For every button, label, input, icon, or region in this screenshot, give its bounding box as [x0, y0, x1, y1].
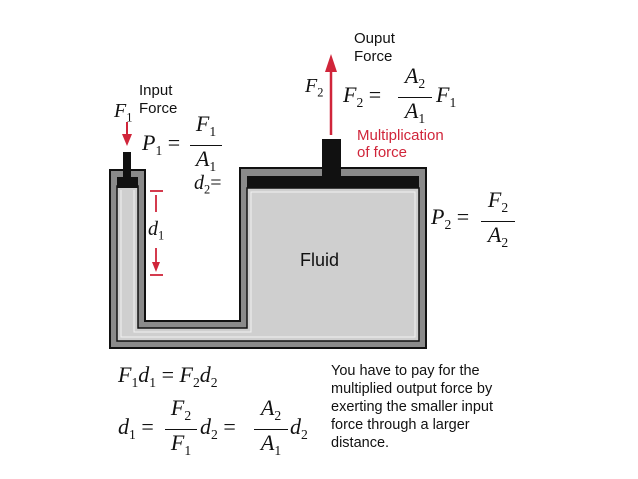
output-force-label: Ouput Force — [354, 30, 395, 65]
fluid-label: Fluid — [300, 250, 340, 270]
output-piston — [247, 176, 419, 188]
force-ratio-fraction: F2 F1 — [165, 396, 197, 463]
input-piston-rod — [123, 152, 131, 178]
input-piston — [117, 177, 138, 188]
multiplication-label: Multiplication of force — [357, 127, 444, 161]
output-force-equation-lhs: F2 = — [343, 82, 382, 110]
distance-equation-rhs: d2 — [290, 414, 308, 442]
input-force-symbol: F1 — [114, 100, 133, 125]
arrow-up-icon — [325, 54, 337, 72]
explanation-text: You have to pay for the multiplied outpu… — [331, 363, 493, 451]
fluid-body — [116, 185, 420, 342]
input-pressure-lhs: P1 = — [142, 130, 181, 158]
d2-symbol: d2= — [194, 172, 222, 197]
double-arrow-vertical-icon — [152, 262, 160, 272]
distance-area-ratio-fraction: A2 A1 — [254, 396, 288, 463]
input-force-label: Input Force — [139, 82, 178, 117]
output-pressure-fraction: F2 A2 — [481, 188, 515, 255]
work-equation: F1d1 = F2d2 — [118, 362, 218, 390]
area-ratio-fraction: A2 A1 — [398, 64, 432, 131]
input-pressure-fraction: F1 A1 — [190, 112, 222, 179]
output-force-symbol: F2 — [305, 75, 324, 100]
output-force-equation-rhs: F1 — [436, 82, 457, 110]
distance-equation-lhs: d1 = — [118, 414, 154, 442]
distance-equation-mid: d2 = — [200, 414, 236, 442]
arrow-down-icon — [122, 134, 132, 146]
output-pressure-lhs: P2 = — [431, 204, 470, 232]
d1-symbol: d1 — [148, 218, 165, 243]
output-piston-rod — [322, 139, 341, 177]
